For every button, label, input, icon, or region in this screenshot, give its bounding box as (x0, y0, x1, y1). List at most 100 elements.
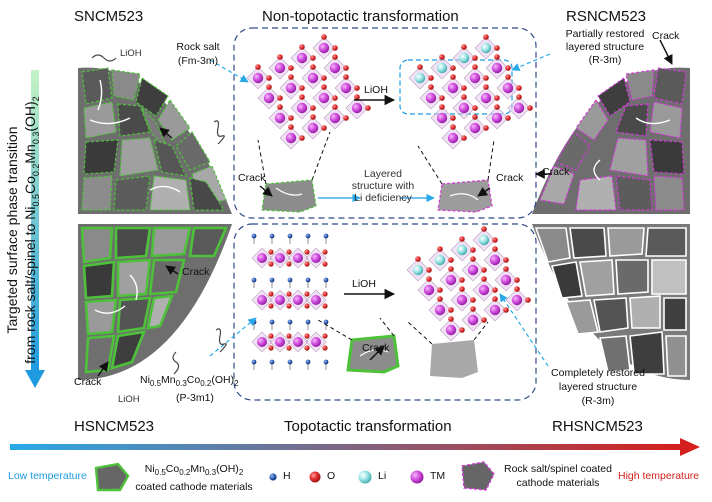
tm-atom (296, 52, 308, 64)
o-atom (277, 95, 283, 101)
o-atom (310, 105, 316, 111)
tm-atom (445, 324, 457, 336)
hydroxide-group-label: (P-3m1) (176, 392, 214, 404)
o-atom (266, 75, 272, 81)
legend-green-coat-label: Ni0.5Co0.2Mn0.3(OH)2 coated cathode mate… (135, 463, 253, 494)
high-temperature-label: High temperature (618, 470, 700, 482)
o-atom (437, 246, 443, 252)
legend-h-icon (269, 473, 277, 481)
tm-atom (491, 62, 503, 74)
temperature-gradient-arrow-shaft (10, 444, 682, 450)
tm-atom (480, 92, 492, 104)
h-atom (269, 319, 275, 325)
o-atom (472, 114, 478, 120)
o-atom (494, 95, 500, 101)
o-atom (299, 44, 305, 50)
o-atom (310, 64, 316, 70)
li-atom (434, 254, 446, 266)
o-atom (304, 249, 310, 255)
o-atom (470, 247, 476, 253)
legend-green-coat-icon (94, 462, 130, 492)
o-atom (448, 307, 454, 313)
tm-atom (467, 264, 479, 276)
tm-atom (318, 42, 330, 54)
tm-atom (351, 102, 363, 114)
h-atom (287, 277, 293, 283)
o-atom (439, 104, 445, 110)
title-rhsncm523: RHSNCM523 (552, 418, 643, 435)
o-atom (286, 333, 292, 339)
o-atom (286, 249, 292, 255)
o-atom (514, 286, 520, 292)
tm-atom (456, 294, 468, 306)
vertical-gradient-arrow-shaft (31, 70, 39, 370)
right-particle (532, 67, 690, 380)
o-atom (450, 115, 456, 121)
o-atom (415, 256, 421, 262)
tm-atom (285, 82, 297, 94)
o-atom (503, 257, 509, 263)
small-particle-bottom-right (430, 340, 478, 378)
crack-label-right-top: Crack (652, 30, 680, 42)
o-atom (322, 291, 328, 297)
left-particle (78, 67, 232, 380)
o-atom (514, 277, 520, 283)
legend-li-icon (358, 470, 372, 484)
o-atom (459, 236, 465, 242)
o-atom (461, 94, 467, 100)
h-atom (323, 277, 329, 283)
tm-atom (489, 304, 501, 316)
o-atom (450, 124, 456, 130)
o-atom (322, 333, 328, 339)
o-atom (439, 95, 445, 101)
tm-atom (469, 72, 481, 84)
o-atom (494, 104, 500, 110)
tm-atom (434, 304, 446, 316)
li-atom (458, 52, 470, 64)
o-atom (321, 34, 327, 40)
tm-atom (311, 295, 321, 305)
o-atom (481, 226, 487, 232)
o-atom (266, 84, 272, 90)
o-atom (439, 54, 445, 60)
low-temperature-label: Low temperature (8, 470, 87, 482)
o-atom (492, 246, 498, 252)
o-atom (343, 65, 349, 71)
tm-atom (436, 112, 448, 124)
h-atom (305, 233, 311, 239)
tm-atom (311, 337, 321, 347)
top-panel-border (233, 27, 537, 219)
o-atom (470, 256, 476, 262)
h-atom (323, 359, 329, 365)
h-atom (269, 359, 275, 365)
tm-atom (285, 132, 297, 144)
h-atom (305, 359, 311, 365)
o-atom (288, 65, 294, 71)
o-atom (481, 317, 487, 323)
o-atom (304, 345, 310, 351)
tm-atom (296, 102, 308, 114)
o-atom (426, 267, 432, 273)
rock-salt-label: Rock salt (Fm-3m) (176, 41, 220, 67)
o-atom (472, 55, 478, 61)
tm-atom (458, 102, 470, 114)
vertical-axis-label: Targeted surface phase transition from r… (0, 80, 52, 380)
o-atom (426, 276, 432, 282)
o-atom (428, 75, 434, 81)
o-atom (277, 104, 283, 110)
tm-atom (293, 253, 303, 263)
completely-pointer (499, 293, 549, 367)
o-atom (332, 104, 338, 110)
o-atom (343, 115, 349, 121)
o-atom (483, 125, 489, 131)
o-atom (470, 297, 476, 303)
tm-atom (318, 92, 330, 104)
h-atom (251, 277, 257, 283)
o-atom (461, 44, 467, 50)
title-non-topotactic: Non-topotactic transformation (262, 8, 459, 25)
o-atom (437, 287, 443, 293)
crack-label-top-left: Crack (238, 172, 266, 184)
o-atom (505, 74, 511, 80)
o-atom (527, 105, 533, 111)
h-atom (323, 233, 329, 239)
